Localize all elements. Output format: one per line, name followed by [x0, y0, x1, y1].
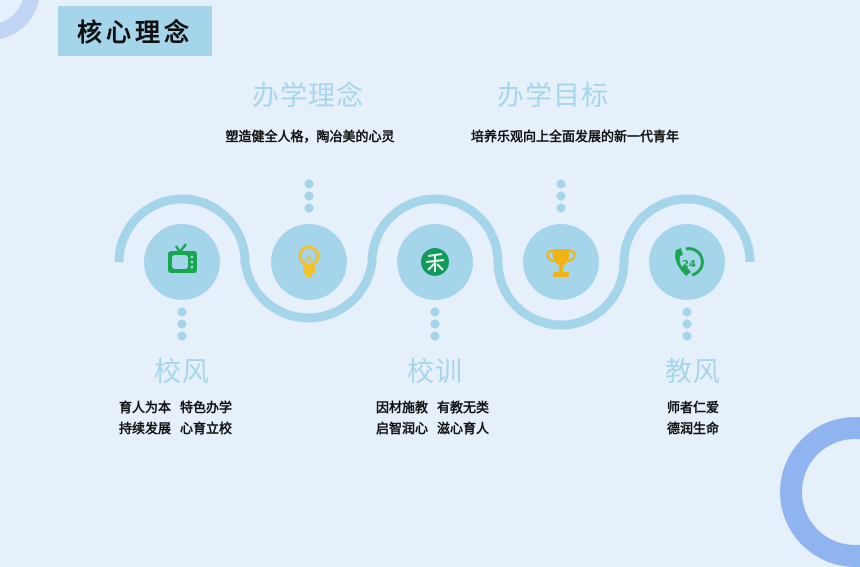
school-spirit-line-1: 育人为本 特色办学	[119, 401, 233, 416]
heading-school-goal: 办学目标	[497, 81, 609, 112]
page-title: 核心理念	[76, 18, 193, 47]
heading-school-spirit: 校风	[154, 357, 210, 388]
svg-text:24: 24	[682, 259, 696, 270]
node-circle-2	[271, 224, 347, 300]
text-school-motto: 因材施教 有教无类 启智润心 滋心育人	[376, 398, 489, 440]
teaching-style-line-1: 师者仁爱	[667, 401, 720, 416]
phone-24-icon: 24	[675, 247, 704, 277]
wave-line	[114, 194, 755, 330]
school-motto-line-1: 因材施教 有教无类	[376, 401, 490, 416]
heading-school-motto: 校训	[407, 357, 463, 388]
page-title-box: 核心理念	[58, 6, 212, 56]
badge-icon	[421, 248, 449, 276]
school-motto-line-2: 启智润心 滋心育人	[376, 422, 490, 437]
text-school-philosophy: 塑造健全人格，陶冶美的心灵	[225, 130, 395, 145]
heading-school-philosophy: 办学理念	[252, 81, 364, 112]
teaching-style-line-2: 德润生命	[667, 422, 720, 437]
connector-dots	[177, 179, 692, 341]
school-spirit-line-2: 持续发展 心育立校	[119, 422, 233, 437]
text-teaching-style: 师者仁爱 德润生命	[667, 398, 719, 440]
node-circle-5	[649, 224, 725, 300]
trophy-icon	[546, 249, 576, 277]
text-school-spirit: 育人为本 特色办学 持续发展 心育立校	[119, 398, 232, 440]
wave-diagram: 24	[114, 179, 755, 341]
heading-teaching-style: 教风	[665, 357, 721, 388]
text-school-goal: 培养乐观向上全面发展的新一代青年	[470, 130, 679, 145]
lightbulb-icon	[298, 245, 320, 277]
tv-icon	[168, 243, 197, 273]
